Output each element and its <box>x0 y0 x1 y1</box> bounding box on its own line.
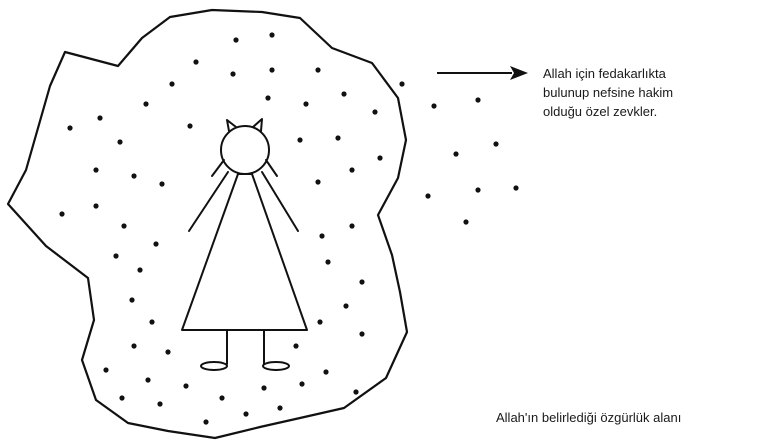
dot <box>117 139 122 144</box>
special-pleasures-line-1: Allah için fedakarlıkta <box>543 64 753 83</box>
dot <box>269 32 274 37</box>
dot <box>425 193 430 198</box>
dot <box>169 81 174 86</box>
dot <box>145 377 150 382</box>
dot <box>131 173 136 178</box>
figure-head <box>221 126 269 174</box>
dot <box>153 241 158 246</box>
dot <box>93 167 98 172</box>
dot <box>131 343 136 348</box>
dot <box>143 101 148 106</box>
special-pleasures-label: Allah için fedakarlıkta bulunup nefsine … <box>543 64 753 121</box>
dot <box>293 343 298 348</box>
dot <box>343 303 348 308</box>
dot <box>513 185 518 190</box>
dot <box>315 179 320 184</box>
dot <box>265 95 270 100</box>
dot <box>475 97 480 102</box>
dot <box>243 411 248 416</box>
figure-foot-left <box>201 362 227 370</box>
dot <box>315 67 320 72</box>
dot <box>335 135 340 140</box>
dot <box>399 81 404 86</box>
dot <box>341 91 346 96</box>
dot <box>353 389 358 394</box>
dot <box>187 123 192 128</box>
dot <box>67 125 72 130</box>
dot <box>377 155 382 160</box>
dot <box>233 37 238 42</box>
dot <box>431 103 436 108</box>
dot <box>103 367 108 372</box>
figure-foot-right <box>263 362 289 370</box>
dot <box>159 181 164 186</box>
dot <box>193 59 198 64</box>
dot <box>359 279 364 284</box>
dot <box>349 167 354 172</box>
dot <box>323 369 328 374</box>
special-pleasures-line-3: olduğu özel zevkler. <box>543 102 753 121</box>
dot <box>137 267 142 272</box>
dot <box>149 319 154 324</box>
dot <box>317 319 322 324</box>
dot <box>493 141 498 146</box>
figure-dress <box>182 174 307 330</box>
dot <box>97 115 102 120</box>
dot <box>203 419 208 424</box>
dot <box>463 219 468 224</box>
dot <box>325 259 330 264</box>
figure-hair-strand-left <box>212 160 224 176</box>
dot <box>303 101 308 106</box>
dot <box>261 385 266 390</box>
special-pleasures-line-2: bulunup nefsine hakim <box>543 83 753 102</box>
dot <box>113 253 118 258</box>
dot <box>219 395 224 400</box>
dot <box>59 211 64 216</box>
dot <box>319 233 324 238</box>
dot <box>475 187 480 192</box>
dot <box>299 381 304 386</box>
dot <box>230 71 235 76</box>
dot <box>269 67 274 72</box>
freedom-area-boundary <box>8 10 407 438</box>
freedom-area-label: Allah'ın belirlediği özgürlük alanı <box>496 408 681 427</box>
dot <box>453 151 458 156</box>
dot <box>157 401 162 406</box>
stick-figure-girl <box>182 119 307 370</box>
dot <box>349 223 354 228</box>
dot <box>277 405 282 410</box>
dot <box>183 383 188 388</box>
dot <box>359 331 364 336</box>
dot <box>297 137 302 142</box>
dot <box>93 203 98 208</box>
dot <box>165 349 170 354</box>
arrow-right-icon <box>437 66 528 80</box>
dot <box>372 109 377 114</box>
dot <box>121 223 126 228</box>
dot <box>119 395 124 400</box>
dot <box>129 297 134 302</box>
figure-hair-strand-right <box>266 160 277 176</box>
